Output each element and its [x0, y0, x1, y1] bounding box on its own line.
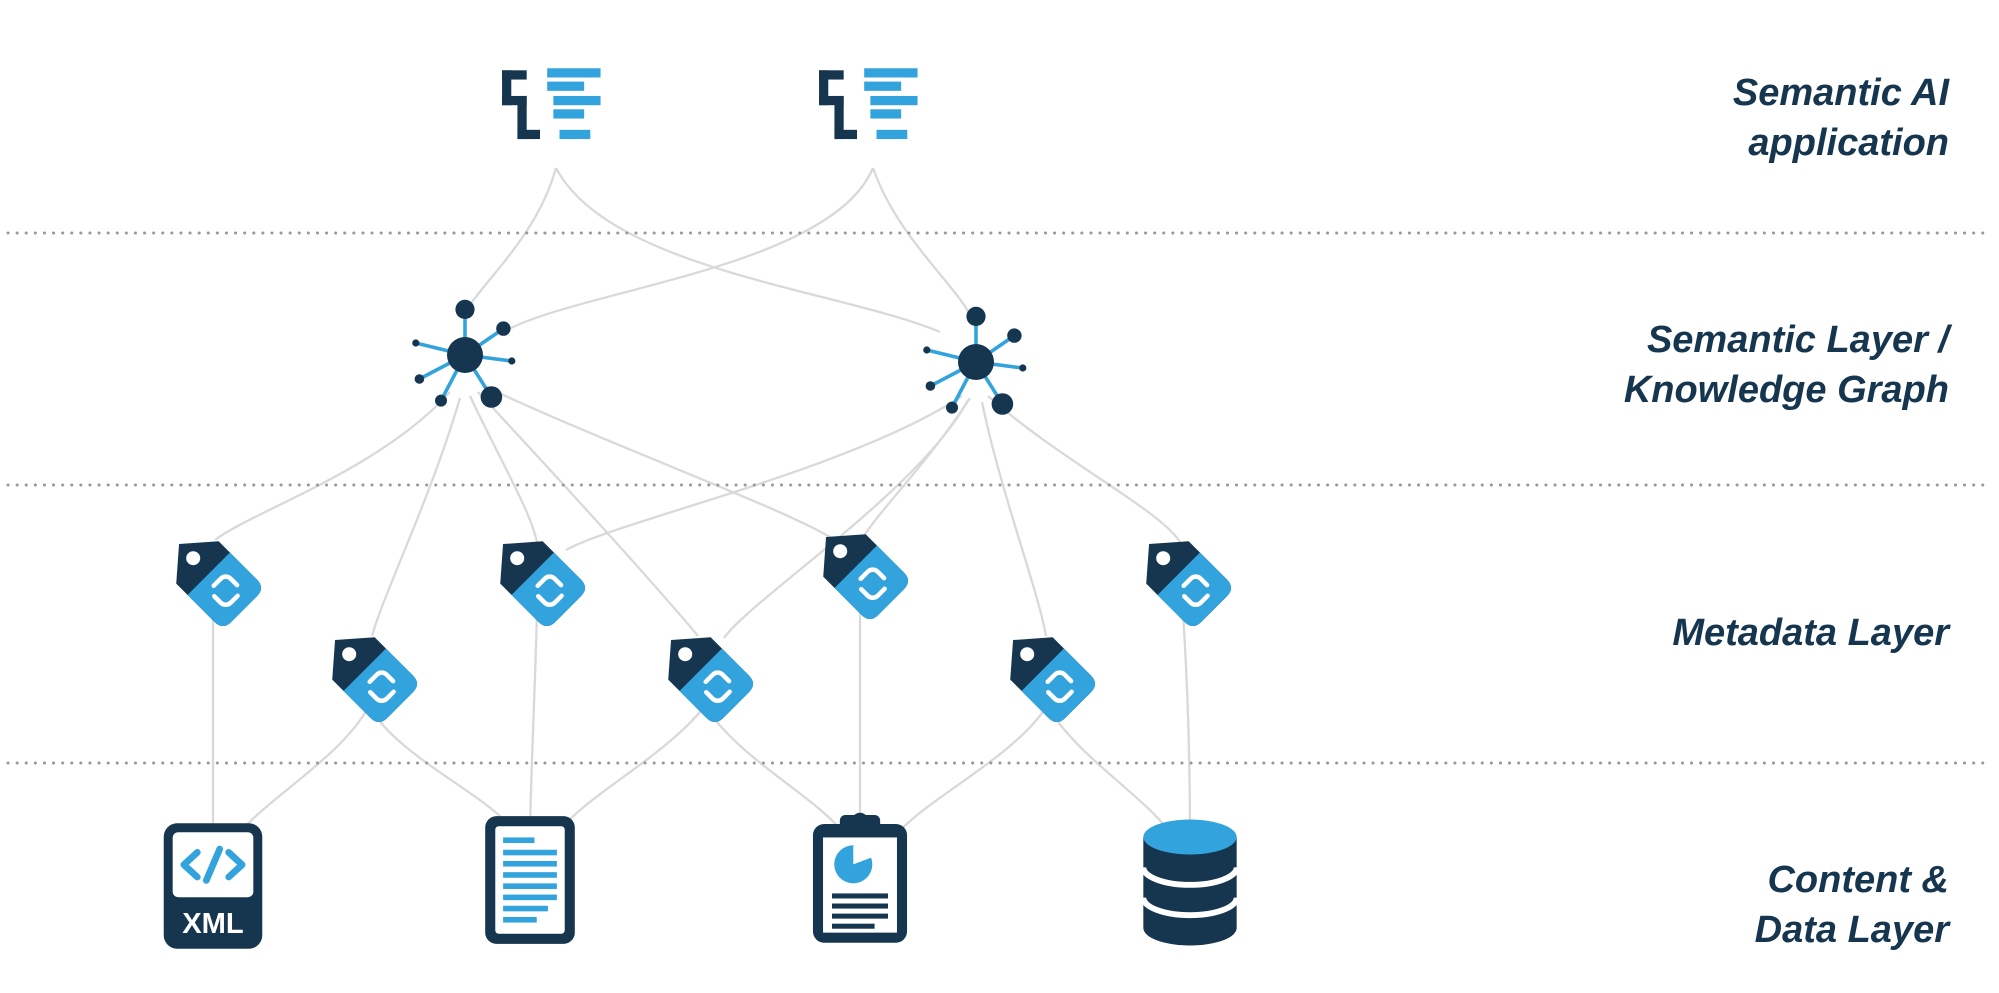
xml-file-icon: XML — [157, 811, 269, 961]
hierarchy-taxonomy-icon — [500, 66, 618, 168]
knowledge-graph-icon — [405, 295, 525, 415]
report-clipboard-icon — [804, 805, 916, 955]
metadata-tag-icon — [163, 526, 263, 626]
layer-label-metadata-layer: Metadata Layer — [1672, 612, 1949, 654]
metadata-tag-icon — [319, 622, 419, 722]
metadata-tag-icon — [1133, 526, 1233, 626]
layer-label-content-data-layer: Content & Data Layer — [1754, 859, 1949, 952]
connection-curves — [211, 167, 1192, 843]
layer-label-semantic-ai-application: Semantic AI application — [1732, 72, 1949, 165]
metadata-tag-icon — [655, 622, 755, 722]
xml-badge-text: XML — [182, 908, 243, 940]
metadata-tag-icon — [810, 519, 910, 619]
knowledge-graph-icon — [916, 302, 1036, 422]
code-brackets-icon — [180, 845, 246, 884]
metadata-tag-icon — [997, 622, 1097, 722]
layer-label-semantic-layer-knowledge-graph: Semantic Layer / Knowledge Graph — [1623, 319, 1949, 412]
hierarchy-taxonomy-icon — [817, 66, 935, 168]
database-icon — [1130, 816, 1250, 956]
metadata-tag-icon — [487, 526, 587, 626]
text-document-icon — [474, 805, 586, 955]
